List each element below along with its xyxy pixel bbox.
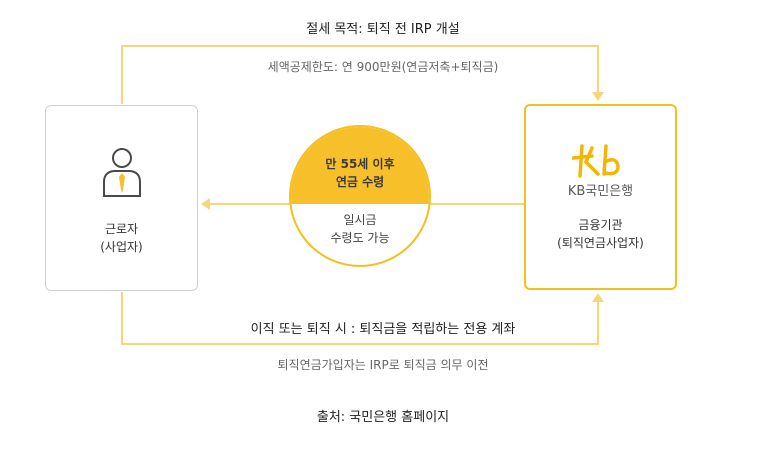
pension-circle: 만 55세 이후 연금 수령 일시금 수령도 가능 xyxy=(289,125,431,267)
kb-logo-text: KB국민은행 xyxy=(567,184,634,199)
top-flow-subtitle: 세액공제한도: 연 900만원(연금저축+퇴직금) xyxy=(267,60,499,74)
worker-label-line2: (사업자) xyxy=(100,240,143,254)
worker-box: 근로자 (사업자) xyxy=(45,105,198,291)
pension-bottom-line1: 일시금 xyxy=(343,213,377,227)
top-flow-line xyxy=(121,45,599,104)
pension-bottom-line2: 수령도 가능 xyxy=(330,231,390,245)
bottom-flow-subtitle: 퇴직연금가입자는 IRP로 퇴직금 의무 이전 xyxy=(277,358,489,372)
bottom-flow-title: 이직 또는 퇴직 시 : 퇴직금을 적립하는 전용 계좌 xyxy=(250,322,516,337)
institution-label-line1: 금융기관 xyxy=(578,218,623,232)
person-icon xyxy=(103,148,141,197)
source-caption: 출처: 국민은행 홈페이지 xyxy=(316,410,450,425)
pension-circle-bottom: 일시금 수령도 가능 xyxy=(291,211,429,247)
pension-circle-top: 만 55세 이후 연금 수령 xyxy=(291,127,429,204)
top-flow-arrowhead xyxy=(592,92,604,101)
bottom-flow-arrowhead xyxy=(592,293,604,302)
bottom-flow-line xyxy=(121,292,599,345)
top-flow-title: 절세 목적: 퇴직 전 IRP 개설 xyxy=(306,22,460,37)
pension-top-line1: 만 55세 이후 xyxy=(325,157,395,171)
kb-star-logo-icon xyxy=(572,144,620,178)
institution-label-line2: (퇴직연금사업자) xyxy=(557,236,644,250)
institution-label: 금융기관 (퇴직연금사업자) xyxy=(526,216,675,252)
center-flow-arrowhead xyxy=(201,198,210,210)
worker-label-line1: 근로자 xyxy=(104,222,139,236)
pension-top-line2: 연금 수령 xyxy=(335,175,385,189)
worker-label: 근로자 (사업자) xyxy=(46,220,197,256)
financial-institution-box: KB국민은행 금융기관 (퇴직연금사업자) xyxy=(524,104,677,290)
